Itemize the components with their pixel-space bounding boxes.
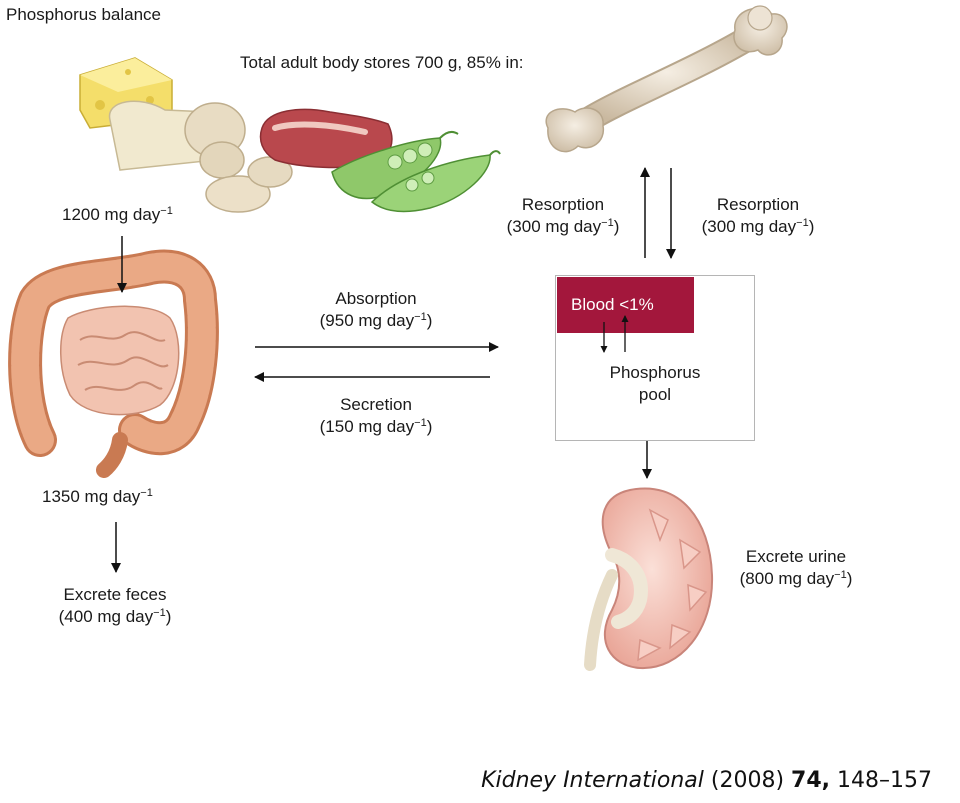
body-stores-label: Total adult body stores 700 g, 85% in:	[240, 53, 524, 72]
blood-box: Blood <1%	[557, 277, 694, 333]
food-illustration	[79, 57, 501, 213]
bone-in-rate: (300 mg day−1)	[701, 217, 815, 236]
pool-line1: Phosphorus	[609, 363, 701, 382]
secretion-label: Secretion (150 mg day−1)	[296, 394, 456, 438]
kidney-illustration	[584, 487, 714, 671]
citation-journal: Kidney International	[481, 768, 704, 793]
bone-out-label: Resorption (300 mg day−1)	[488, 194, 638, 238]
urine-rate: (800 mg day−1)	[739, 569, 853, 588]
citation-year: (2008)	[710, 768, 785, 793]
intestine-illustration	[8, 249, 219, 478]
feces-label: Excrete feces (400 mg day−1)	[35, 584, 195, 628]
intake-value: 1200 mg day	[62, 205, 161, 224]
feces-title: Excrete feces	[63, 585, 167, 604]
gut-total-exponent: −1	[140, 487, 153, 499]
secretion-title: Secretion	[340, 395, 412, 414]
diagram-title: Phosphorus balance	[6, 5, 162, 24]
pool-line2: pool	[638, 385, 672, 404]
phosphorus-pool-label: Phosphorus pool	[580, 362, 730, 406]
feces-rate: (400 mg day−1)	[58, 607, 172, 626]
citation-pages: 148–157	[837, 768, 932, 793]
bone-illustration	[545, 5, 788, 153]
citation: Kidney International (2008) 74, 148–157	[481, 768, 932, 793]
citation-volume: 74,	[791, 768, 831, 793]
bone-out-rate: (300 mg day−1)	[506, 217, 620, 236]
bone-out-title: Resorption	[521, 195, 605, 214]
urine-title: Excrete urine	[745, 547, 847, 566]
gut-total-value: 1350 mg day	[42, 487, 141, 506]
secretion-rate: (150 mg day−1)	[319, 417, 433, 436]
gut-total-label: 1350 mg day−1	[42, 486, 153, 508]
intake-exponent: −1	[160, 205, 173, 217]
urine-label: Excrete urine (800 mg day−1)	[716, 546, 876, 590]
bone-in-title: Resorption	[716, 195, 800, 214]
absorption-rate: (950 mg day−1)	[319, 311, 433, 330]
intake-label: 1200 mg day−1	[62, 204, 173, 226]
bone-in-label: Resorption (300 mg day−1)	[683, 194, 833, 238]
absorption-label: Absorption (950 mg day−1)	[296, 288, 456, 332]
absorption-title: Absorption	[335, 289, 417, 308]
